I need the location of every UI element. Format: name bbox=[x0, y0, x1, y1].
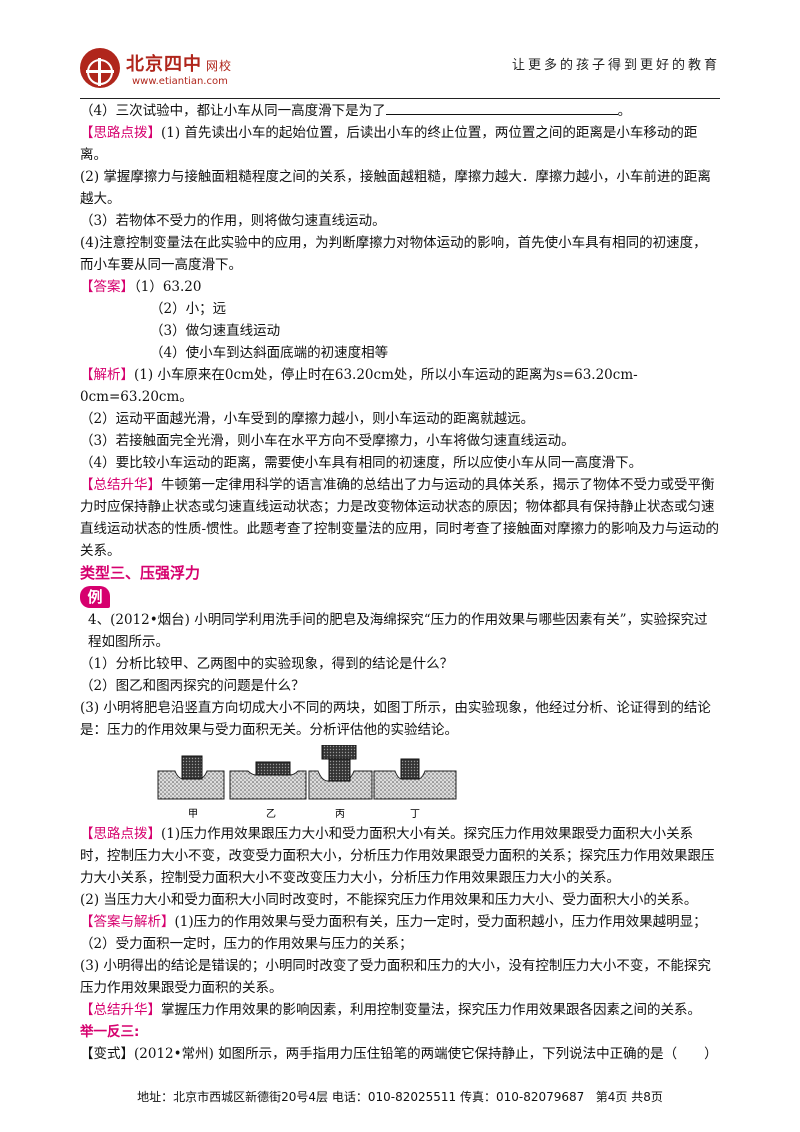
logo-url: www.etiantian.com bbox=[132, 76, 228, 87]
fig-label-ding: 丁 bbox=[410, 809, 420, 820]
figure-jia bbox=[157, 755, 225, 800]
analysis-line-3: （3）若接触面完全光滑，则小车在水平方向不受摩擦力，小车将做匀速直线运动。 bbox=[80, 433, 575, 449]
section-title: 类型三、压强浮力 bbox=[80, 564, 201, 582]
slogan: 让更多的孩子得到更好的教育 bbox=[511, 58, 720, 73]
hint-tag: 【思路点拨】 bbox=[80, 125, 161, 141]
summary2-paragraph: 【总结升华】掌握压力作用效果的影响因素，利用控制变量法，探究压力作用效果跟各因素… bbox=[80, 1002, 701, 1018]
sponge-soap-diagram: 甲 乙 丙 丁 bbox=[157, 744, 457, 820]
page-header: 北京四中网校 www.etiantian.com 让更多的孩子得到更好的教育 bbox=[80, 40, 720, 100]
figure-ding bbox=[373, 758, 457, 800]
hint2-tag: 【思路点拨】 bbox=[80, 826, 161, 842]
school-logo: 北京四中网校 www.etiantian.com bbox=[80, 44, 290, 94]
logo-suffix: 网校 bbox=[206, 59, 233, 73]
hint-line-4: (4)注意控制变量法在此实验中的应用，为判断摩擦力对物体运动的影响，首先使小车具… bbox=[80, 235, 707, 273]
footer-address: 地址：北京市西城区新德街20号4层 电话：010-82025511 传真：010… bbox=[137, 1090, 585, 1104]
practice-heading: 举一反三: bbox=[80, 1024, 140, 1040]
figure-bing bbox=[308, 744, 373, 800]
header-divider bbox=[80, 98, 720, 99]
answer-line-4: （4）使小车到达斜面底端的初速度相等 bbox=[150, 345, 389, 361]
summary-paragraph: 【总结升华】牛顿第一定律用科学的语言准确的总结出了力与运动的具体关系，揭示了物体… bbox=[80, 477, 720, 559]
fig-label-jia: 甲 bbox=[188, 809, 198, 820]
hint2-line-2: (2) 当压力大小和受力面积大小同时改变时，不能探究压力作用效果和压力大小、受力… bbox=[80, 892, 698, 908]
answer2-line-3: (3) 小明得出的结论是错误的；小明同时改变了受力面积和压力的大小，没有控制压力… bbox=[80, 958, 711, 996]
summary-tag: 【总结升华】 bbox=[80, 477, 161, 493]
page-footer: 地址：北京市西城区新德街20号4层 电话：010-82025511 传真：010… bbox=[0, 1088, 800, 1105]
example-badge-icon: 例 bbox=[80, 586, 110, 608]
answer-line-2: （2）小；远 bbox=[150, 301, 227, 317]
answer2-line-2: （2）受力面积一定时，压力的作用效果与压力的关系； bbox=[80, 936, 413, 952]
answer2-tag: 【答案与解析】 bbox=[80, 914, 175, 930]
hint-line-2: (2) 掌握摩擦力与接触面粗糙程度之间的关系，接触面越粗糙，摩擦力越大．摩擦力越… bbox=[80, 169, 711, 207]
analysis-line-4: （4）要比较小车运动的距离，需要使小车具有相同的初速度，所以应使小车从同一高度滑… bbox=[80, 455, 643, 471]
question-4: （4）三次试验中，都让小车从同一高度滑下是为了。 bbox=[80, 100, 720, 122]
analysis-paragraph: 【解析】(1) 小车原来在0cm处，停止时在63.20cm处，所以小车运动的距离… bbox=[80, 367, 638, 405]
fig-label-yi: 乙 bbox=[266, 808, 276, 820]
analysis-tag: 【解析】 bbox=[80, 367, 134, 383]
answer-paragraph: 【答案】（1）63.20 bbox=[80, 279, 202, 295]
figure-yi bbox=[229, 761, 307, 800]
example-question-2: （2）图乙和图丙探究的问题是什么？ bbox=[80, 678, 305, 694]
answer2-paragraph: 【答案与解析】(1)压力的作用效果与受力面积有关，压力一定时，受力面积越小，压力… bbox=[80, 914, 707, 930]
logo-name: 北京四中 bbox=[126, 54, 202, 75]
answer-tag: 【答案】 bbox=[80, 279, 134, 295]
page-content: （4）三次试验中，都让小车从同一高度滑下是为了。 【思路点拨】(1) 首先读出小… bbox=[80, 100, 720, 1065]
example-4-text: 4、(2012•烟台) 小明同学利用洗手间的肥皂及海绵探究“压力的作用效果与哪些… bbox=[88, 612, 708, 650]
example-question-3: (3) 小明将肥皂沿竖直方向切成大小不同的两块，如图丁所示，由实验现象，他经过分… bbox=[80, 700, 711, 738]
variant-question: 【变式】(2012•常州) 如图所示，两手指用力压住铅笔的两端使它保持静止，下列… bbox=[80, 1046, 718, 1062]
summary2-tag: 【总结升华】 bbox=[80, 1002, 161, 1018]
answer-line-3: （3）做匀速直线运动 bbox=[150, 323, 281, 339]
experiment-figure: 甲 乙 丙 丁 bbox=[80, 744, 720, 823]
hint-line-3: （3）若物体不受力的作用，则将做匀速直线运动。 bbox=[80, 213, 386, 229]
logo-emblem-icon bbox=[80, 48, 120, 88]
example-question-1: （1）分析比较甲、乙两图中的实验现象，得到的结论是什么？ bbox=[80, 656, 454, 672]
answer-blank bbox=[385, 100, 618, 115]
analysis-line-2: （2）运动平面越光滑，小车受到的摩擦力越小，则小车运动的距离就越远。 bbox=[80, 411, 535, 427]
hint2-paragraph: 【思路点拨】(1)压力作用效果跟压力大小和受力面积大小有关。探究压力作用效果跟受… bbox=[80, 826, 715, 886]
hint-paragraph: 【思路点拨】(1) 首先读出小车的起始位置，后读出小车的终止位置，两位置之间的距… bbox=[80, 125, 698, 163]
fig-label-bing: 丙 bbox=[335, 809, 345, 820]
footer-page-number: 第4页 共8页 bbox=[595, 1090, 663, 1104]
